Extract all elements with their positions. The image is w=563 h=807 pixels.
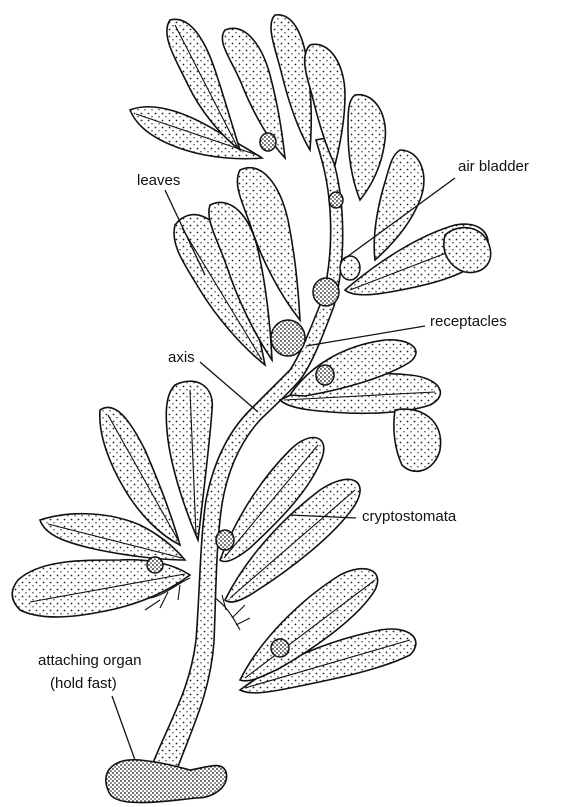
label-hold-fast: (hold fast) [50,675,117,692]
leaf [394,409,441,471]
leaf [348,95,385,200]
receptacle [147,557,163,573]
receptacle [271,639,289,657]
holdfast [106,760,227,803]
label-cryptostomata: cryptostomata [362,508,457,525]
leaf [12,560,190,617]
label-attaching-organ: attaching organ [38,652,141,669]
receptacle [271,320,305,356]
leaf [130,107,262,159]
receptacle [313,278,339,306]
label-leaves: leaves [137,172,180,189]
label-axis: axis [168,349,195,366]
receptacle [216,530,234,550]
label-receptacles: receptacles [430,313,507,330]
attaching-organ-pointer [112,696,135,760]
label-air-bladder: air bladder [458,158,529,175]
lower-right-leaf-cluster [220,438,416,693]
receptacle [316,365,334,385]
receptacle [329,192,343,208]
receptacle [260,133,276,151]
